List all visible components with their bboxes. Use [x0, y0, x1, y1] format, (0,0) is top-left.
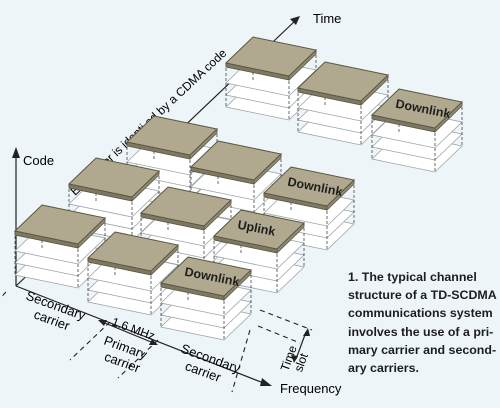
frequency-axis-arrow: [260, 378, 272, 386]
tile-top: [67, 157, 161, 198]
tile-stack: Downlink: [159, 256, 253, 341]
secondary-carrier-left-label: Secondary carrier: [24, 288, 88, 334]
tile-stack: [139, 186, 233, 271]
tile-stack: [224, 36, 318, 121]
frequency-axis-line: [15, 285, 267, 385]
caption-line: structure of a TD-SCDMA: [348, 288, 497, 303]
tile-top: [296, 61, 390, 102]
tile-stack: Downlink: [370, 88, 464, 173]
tile-top: [189, 140, 283, 181]
tile-top: [370, 88, 464, 129]
tile-top: [125, 115, 219, 156]
band-boundary-4: [231, 329, 251, 393]
time-axis-label: Time: [313, 11, 341, 26]
time-axis-arrow: [290, 16, 300, 25]
time-slot-label: Time slot: [278, 343, 311, 374]
band-boundary-3: [117, 339, 159, 379]
tile-stack: [13, 204, 107, 289]
secondary-carrier-right-label: Secondary carrier: [179, 341, 243, 385]
tile-top: [212, 209, 306, 250]
time-slot-line2: slot: [291, 351, 311, 374]
tile-stack: [67, 157, 161, 242]
caption-line: involves the use of a pri-: [348, 324, 494, 339]
tile-stack: [296, 61, 390, 146]
slot-boundary-1: [259, 309, 313, 331]
slot-boundary-2: [257, 325, 301, 344]
caption-line: communications system: [348, 306, 493, 321]
time-slot-arrow: [291, 328, 310, 363]
band-boundary-2: [69, 321, 111, 361]
band-boundary-1: [0, 291, 7, 300]
bandwidth-arrow: [98, 320, 158, 345]
code-axis-label: Code: [23, 153, 54, 168]
tile-top: [262, 166, 356, 207]
tile-top: [139, 186, 233, 227]
caption-line: mary carrier and second-: [348, 342, 497, 357]
tile-stack: [86, 231, 180, 316]
tile-top: [13, 204, 107, 245]
caption-line: ary carriers.: [348, 361, 419, 376]
figure-caption: 1. The typical channel structure of a TD…: [348, 268, 498, 377]
tile-top: [224, 36, 318, 77]
frequency-axis-label: Frequency: [280, 381, 342, 396]
caption-line: 1. The typical channel: [348, 270, 477, 284]
band-boundaries: [0, 291, 313, 393]
tile-top: [86, 231, 180, 272]
code-axis-arrow: [12, 147, 20, 158]
tile-top: [159, 256, 253, 297]
